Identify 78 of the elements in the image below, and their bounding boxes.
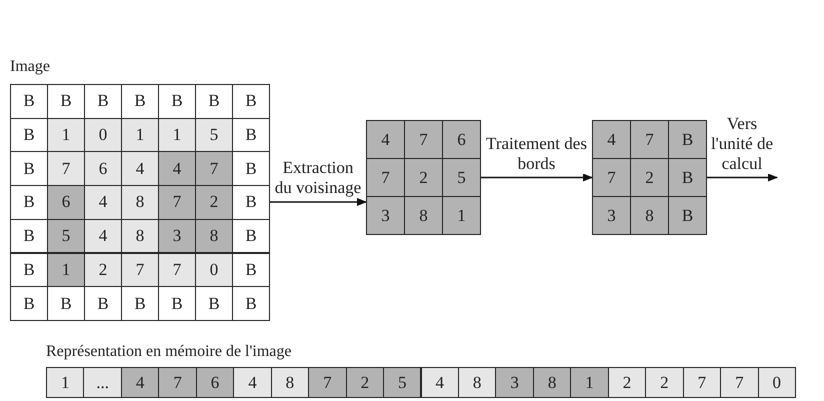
pixel-cell: B xyxy=(232,252,270,288)
arrow xyxy=(481,174,593,182)
pixel-cell: 8 xyxy=(195,218,233,254)
pixel-grid xyxy=(366,120,480,234)
pixel-cell: 1 xyxy=(47,118,85,152)
pixel-cell: 7 xyxy=(158,185,196,220)
memory-cell: ... xyxy=(83,367,122,398)
pixel-cell: B xyxy=(668,196,707,235)
pixel-cell: 4 xyxy=(366,120,405,159)
memory-cell: 4 xyxy=(233,367,272,398)
pixel-cell: 0 xyxy=(84,118,122,152)
memory-cell: 8 xyxy=(532,367,572,398)
memory-cell: 2 xyxy=(645,367,684,398)
memory-cell: 5 xyxy=(383,367,422,398)
pixel-cell: 7 xyxy=(121,252,159,288)
memory-cell: 7 xyxy=(720,367,759,398)
pixel-cell: 3 xyxy=(158,218,196,254)
pixel-cell: B xyxy=(232,218,270,254)
grid-title: Image xyxy=(10,58,50,76)
pixel-cell: 4 xyxy=(592,120,631,159)
pixel-cell: 7 xyxy=(404,120,443,159)
memory-cell: 2 xyxy=(608,367,646,398)
pixel-cell: 6 xyxy=(442,120,481,159)
memory-cell: 2 xyxy=(346,367,384,398)
pixel-cell: 4 xyxy=(84,218,122,254)
pixel-cell: 5 xyxy=(47,218,85,254)
pixel-cell: 7 xyxy=(366,158,405,197)
pixel-grid xyxy=(592,120,706,234)
pixel-cell: 0 xyxy=(195,252,233,288)
arrow xyxy=(707,174,778,182)
pixel-cell: B xyxy=(10,286,48,321)
pixel-cell: 7 xyxy=(195,151,233,186)
memory-cell: 1 xyxy=(570,367,609,398)
pixel-cell: 8 xyxy=(630,196,669,235)
pixel-cell: 2 xyxy=(195,185,233,220)
pixel-cell: 7 xyxy=(158,252,196,288)
pixel-cell: 2 xyxy=(84,252,122,288)
pixel-cell: 6 xyxy=(84,151,122,186)
pixel-cell: 6 xyxy=(47,185,85,220)
memory-cell: 4 xyxy=(120,367,160,398)
pixel-cell: 8 xyxy=(121,218,159,254)
pixel-cell: 2 xyxy=(630,158,669,197)
arrow xyxy=(270,198,367,206)
pixel-cell: B xyxy=(10,252,48,288)
pixel-cell: 1 xyxy=(158,118,196,152)
pixel-cell: 1 xyxy=(442,196,481,235)
pixel-cell: B xyxy=(232,84,270,119)
pixel-cell: 8 xyxy=(404,196,443,235)
pixel-cell: B xyxy=(668,158,707,197)
memory-cell: 8 xyxy=(458,367,496,398)
memory-cell: 7 xyxy=(308,367,347,398)
pixel-cell: 3 xyxy=(592,196,631,235)
memory-cell: 3 xyxy=(495,367,534,398)
memory-cell: 0 xyxy=(758,367,796,398)
pixel-cell: 7 xyxy=(47,151,85,186)
memory-cell: 8 xyxy=(270,367,310,398)
memory-cell: 1 xyxy=(46,367,84,398)
pixel-cell: B xyxy=(10,218,48,254)
pixel-cell: 1 xyxy=(47,252,85,288)
pixel-cell: 8 xyxy=(121,185,159,220)
pixel-cell: 5 xyxy=(442,158,481,197)
pixel-cell: 4 xyxy=(84,185,122,220)
pixel-cell: B xyxy=(668,120,707,159)
pixel-cell: 7 xyxy=(592,158,631,197)
memory-cell: 6 xyxy=(196,367,234,398)
memory-cell: 7 xyxy=(158,367,197,398)
pixel-cell: 4 xyxy=(121,151,159,186)
array-title: Représentation en mémoire de l'image xyxy=(46,343,292,361)
pixel-cell: 2 xyxy=(404,158,443,197)
memory-cell: 4 xyxy=(420,367,459,398)
pixel-cell: 5 xyxy=(195,118,233,152)
memory-cell: 7 xyxy=(682,367,722,398)
pixel-cell: B xyxy=(10,84,48,119)
pixel-cell: 3 xyxy=(366,196,405,235)
pixel-cell: 1 xyxy=(121,118,159,152)
pixel-cell: 4 xyxy=(158,151,196,186)
pixel-cell: 7 xyxy=(630,120,669,159)
pixel-cell: B xyxy=(232,286,270,321)
